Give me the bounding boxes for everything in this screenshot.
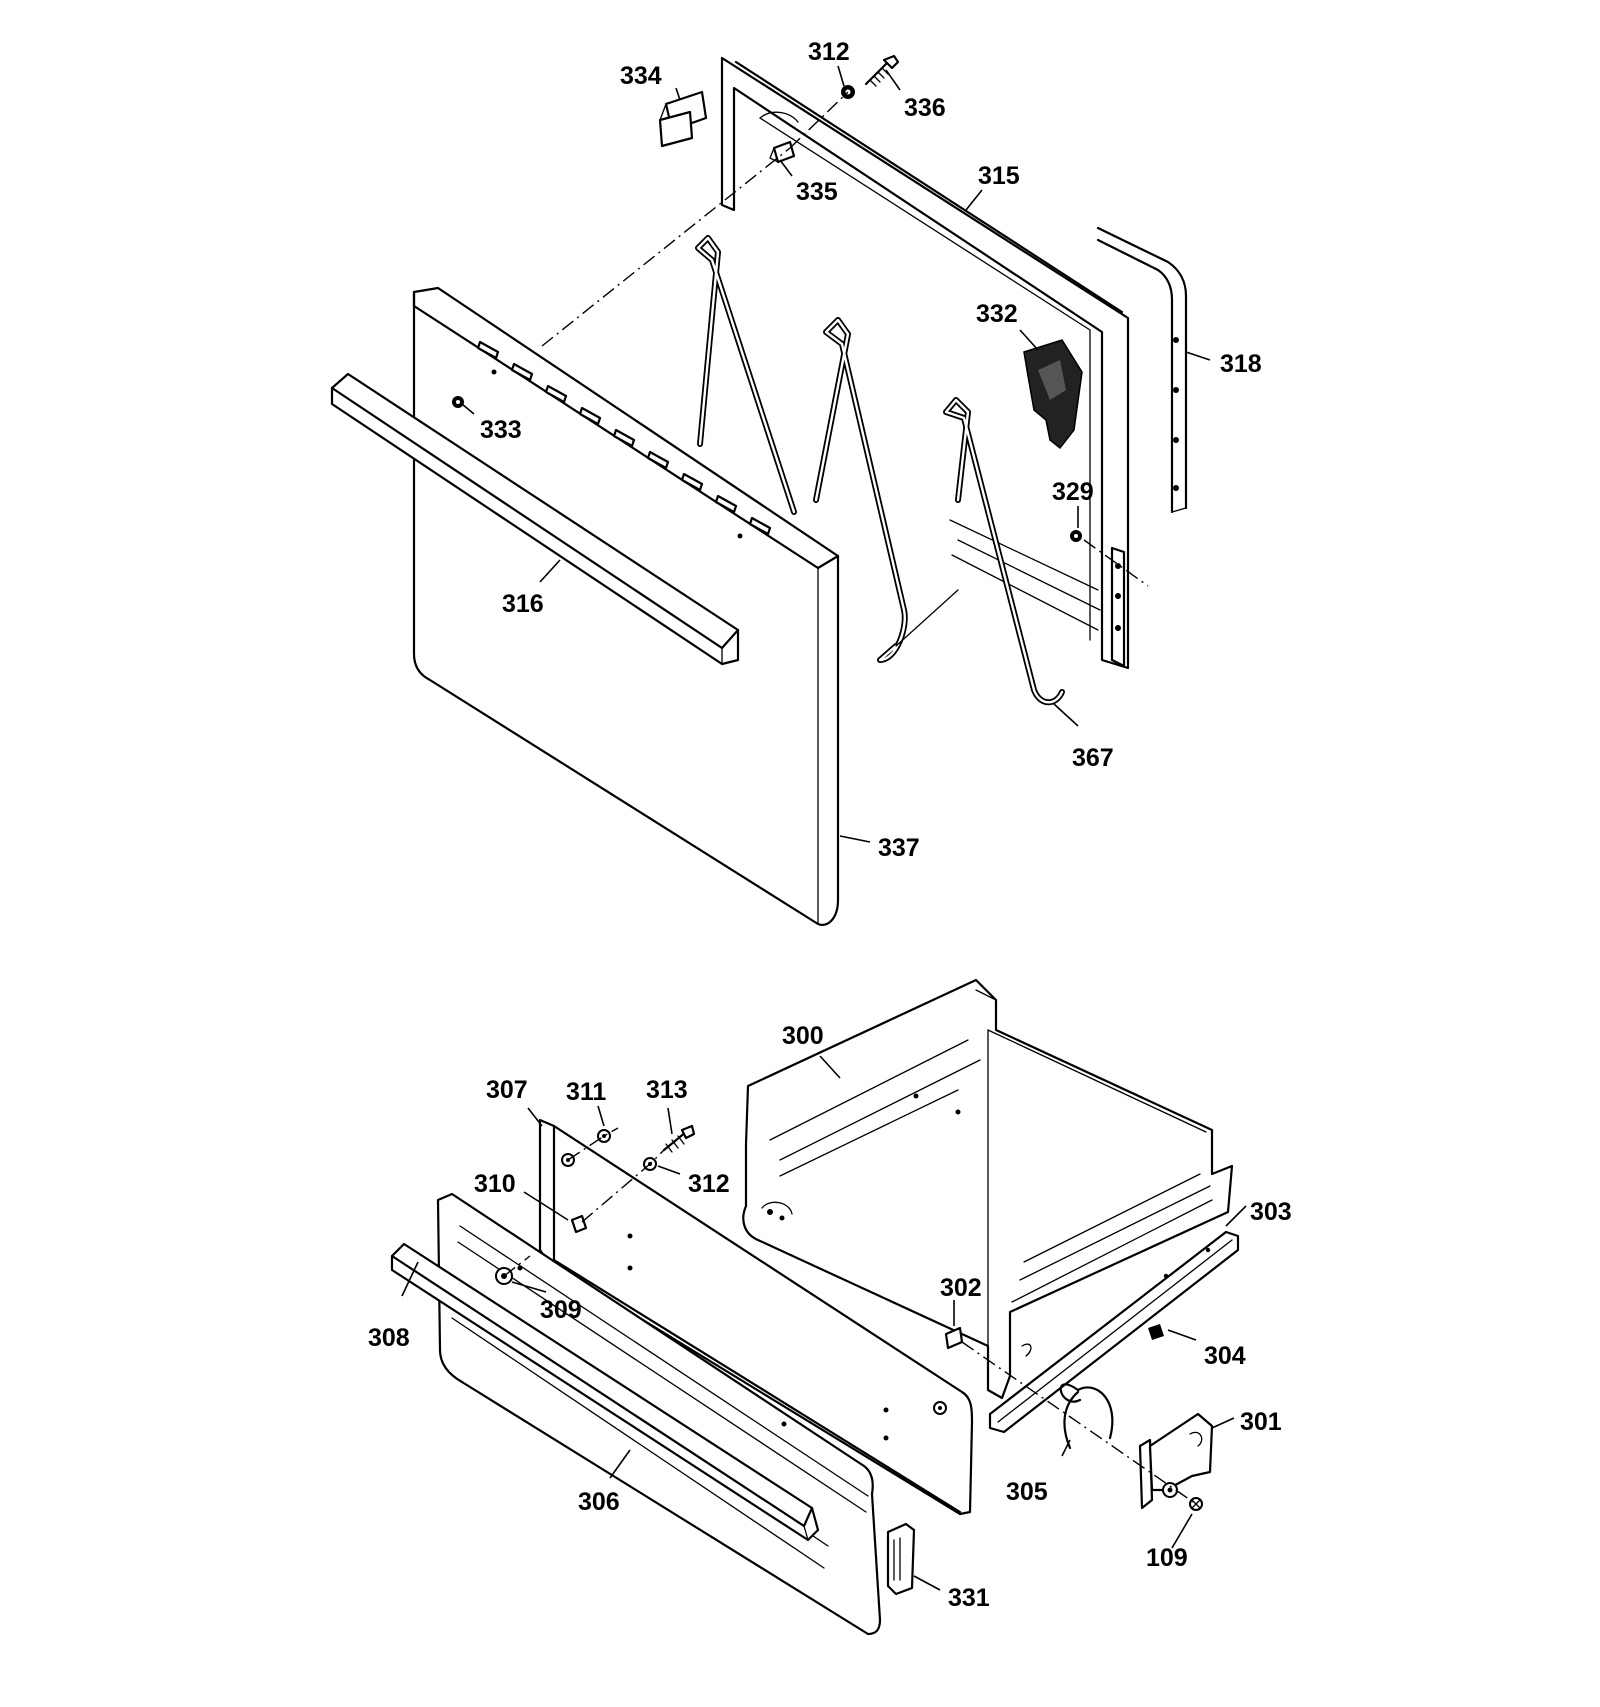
callout-337: 337 (878, 834, 920, 862)
callout-331: 331 (948, 1584, 990, 1612)
callout-309: 309 (540, 1296, 582, 1324)
leader-lines (401, 65, 1247, 1591)
assembly-line-upper-3 (1083, 539, 1149, 587)
callout-300: 300 (782, 1022, 824, 1050)
drawer-handle-308 (390, 1242, 820, 1542)
callout-313: 313 (646, 1076, 688, 1104)
assembly-line-lower-4 (961, 1341, 1197, 1505)
callout-306: 306 (578, 1488, 620, 1516)
callout-304: 304 (1204, 1342, 1246, 1370)
door-hinge (1110, 546, 1126, 668)
callout-311: 311 (566, 1078, 606, 1106)
clip-310 (570, 1214, 588, 1234)
stud-302 (944, 1326, 964, 1350)
callout-333: 333 (480, 416, 522, 444)
door-inner-panel-315 (720, 56, 1130, 670)
callout-335: 335 (796, 178, 838, 206)
end-bracket-331 (886, 1522, 916, 1596)
callout-367: 367 (1072, 744, 1114, 772)
callout-315: 315 (978, 162, 1020, 190)
callout-316: 316 (502, 590, 544, 618)
callout-301: 301 (1240, 1408, 1282, 1436)
assembly-line-upper-1 (541, 147, 791, 347)
wire-clip-305 (1059, 1383, 1114, 1450)
drawer-body-300 (742, 978, 1234, 1400)
outer-door-337 (412, 286, 840, 926)
door-handle-316 (330, 372, 740, 666)
door-trim-318 (1096, 226, 1188, 514)
callout-109: 109 (1146, 1544, 1188, 1572)
screw-109 (1189, 1497, 1203, 1511)
callout-308: 308 (368, 1324, 410, 1352)
insulation-332 (1023, 339, 1083, 450)
nut-329 (1070, 530, 1082, 542)
nut-311 (597, 1129, 611, 1143)
assembly-line-lower-3 (503, 1255, 531, 1277)
slide-rail-303 (988, 1230, 1240, 1434)
screw-313 (662, 1124, 696, 1153)
callout-334: 334 (620, 62, 662, 90)
callout-312-lower: 312 (688, 1170, 730, 1198)
bracket-301 (1138, 1412, 1214, 1510)
callout-305: 305 (1006, 1478, 1048, 1506)
bracket-334 (658, 90, 708, 148)
callout-303: 303 (1250, 1198, 1292, 1226)
callout-318: 318 (1220, 350, 1262, 378)
callout-307: 307 (486, 1076, 528, 1104)
oven-racks-367 (695, 235, 1065, 706)
nut-333 (452, 396, 464, 408)
callout-329: 329 (1052, 478, 1094, 506)
callout-302: 302 (940, 1274, 982, 1302)
callout-labels: 312 336 334 335 315 318 332 333 329 316 … (368, 38, 1292, 1612)
assembly-line-upper-2 (789, 91, 849, 149)
callout-310: 310 (474, 1170, 516, 1198)
drawer-panel-307 (538, 1118, 974, 1516)
callout-312-top: 312 (808, 38, 850, 66)
assembly-line-lower-2 (581, 1149, 665, 1223)
screw-336 (864, 54, 900, 87)
door-stop-335 (769, 140, 796, 164)
assembly-line-lower-1 (567, 1127, 619, 1161)
callout-336: 336 (904, 94, 946, 122)
callout-332: 332 (976, 300, 1018, 328)
clip-304 (1148, 1324, 1164, 1340)
